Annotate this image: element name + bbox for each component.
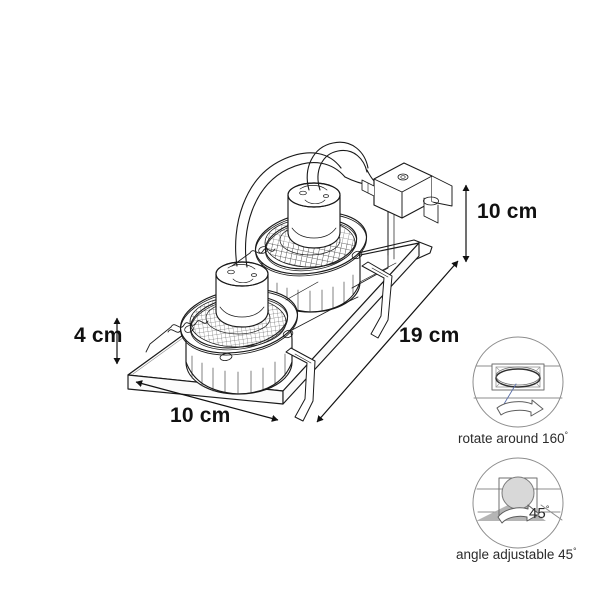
rotate-feature-caption: rotate around 160° xyxy=(458,429,568,446)
dimension-label-width: 10 cm xyxy=(170,404,231,427)
dimension-label-depth: 10 cm xyxy=(477,200,538,223)
dimension-arrow-10cm-width xyxy=(135,380,279,422)
spring-clip-front xyxy=(285,347,316,422)
angle-inline-value: 45° xyxy=(529,504,550,522)
dimension-label-length: 19 cm xyxy=(399,324,460,347)
angle-caption-text: angle adjustable 45 xyxy=(456,547,574,562)
coil-spring-left xyxy=(145,320,209,353)
driver-box xyxy=(361,162,453,224)
rotate-caption-degree: ° xyxy=(564,429,568,440)
angle-inline-number: 45 xyxy=(529,505,546,522)
coil-spring-rear xyxy=(231,248,276,267)
angle-caption-degree: ° xyxy=(573,545,577,556)
power-cables xyxy=(235,141,383,268)
rotate-caption-text: rotate around 160 xyxy=(458,431,565,446)
dimension-label-height: 4 cm xyxy=(74,324,123,347)
angle-feature-caption: angle adjustable 45° xyxy=(456,545,577,562)
angle-inline-degree: ° xyxy=(545,504,550,514)
lamp-head-front xyxy=(179,261,299,395)
lamp-head-rear xyxy=(254,182,368,313)
dimension-arrow-19cm xyxy=(316,260,459,423)
